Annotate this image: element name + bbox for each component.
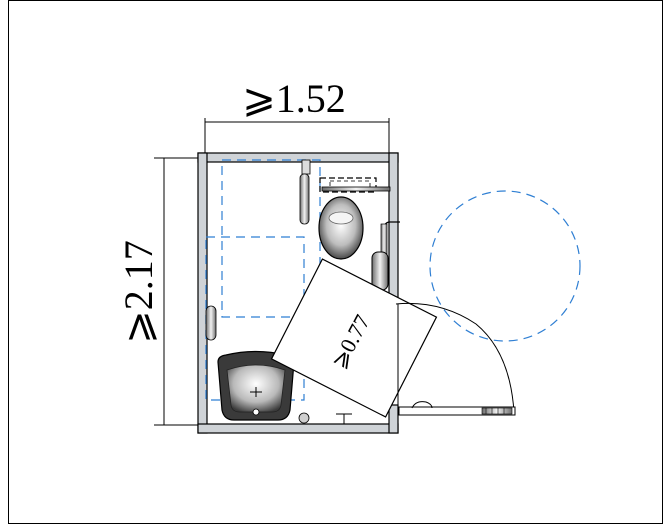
floor-drain-icon (298, 412, 310, 424)
width-dimension (204, 118, 390, 158)
turning-circle (429, 190, 581, 342)
width-dimension-label: ⩾1.52 (242, 76, 346, 121)
vertical-grab-bar (299, 159, 311, 225)
tap-icon (336, 413, 352, 424)
height-dimension-label: ⩾2.17 (116, 240, 161, 344)
washbasin-icon (217, 350, 295, 421)
grab-bar-icon (321, 186, 391, 192)
height-dimension (154, 157, 205, 426)
door-swing-arc (395, 302, 515, 413)
wheelchair-space (270, 258, 438, 418)
wall-mirror-icon (205, 305, 217, 341)
door-leaf (398, 401, 516, 416)
toilet-icon (318, 177, 377, 260)
